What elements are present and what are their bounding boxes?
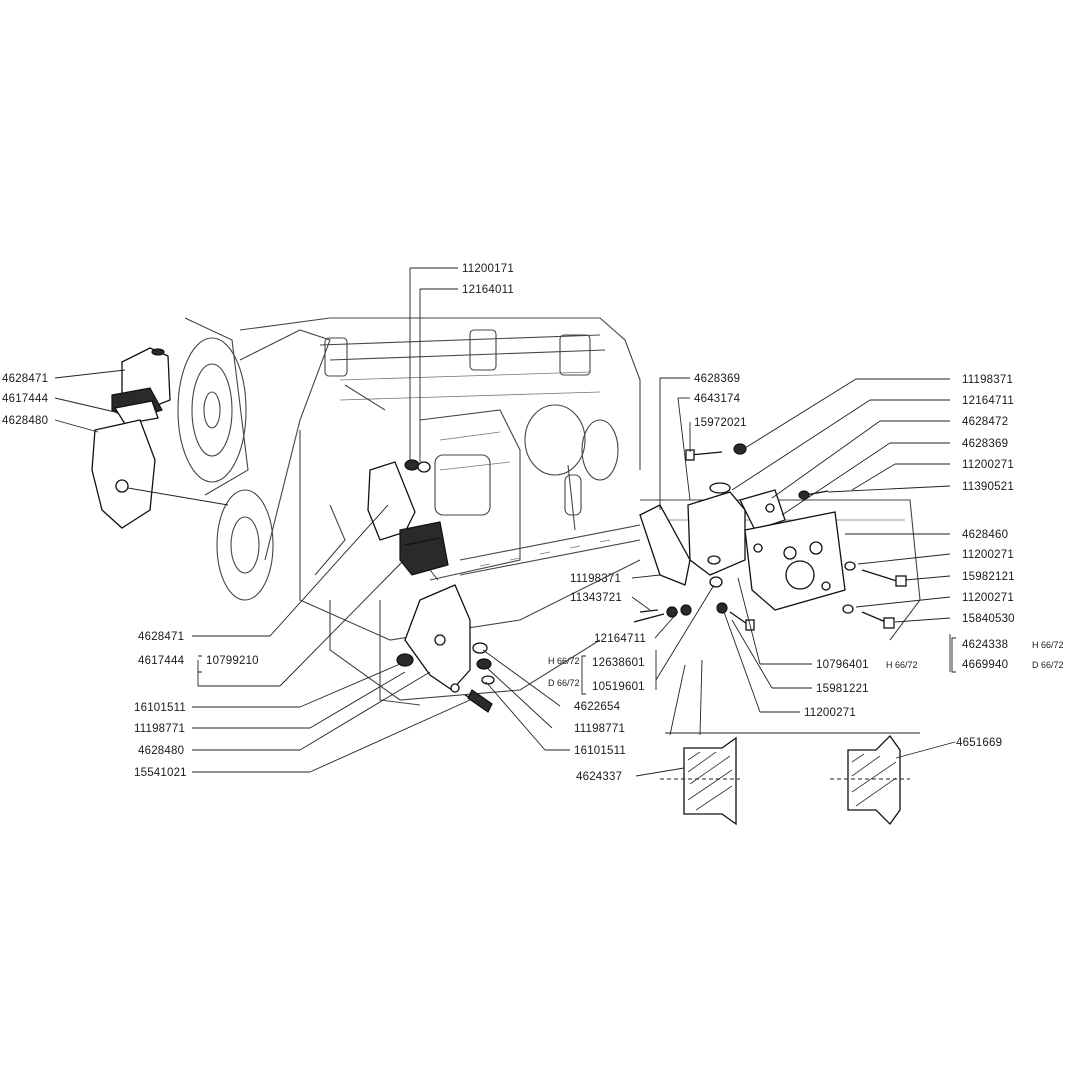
label-top-2: 12164011 <box>462 284 514 296</box>
label-r-7: 4628460 <box>962 529 1008 541</box>
label-section-left: 4624337 <box>576 771 622 783</box>
label-section-right: 4651669 <box>956 737 1002 749</box>
label-m-1: 10796401 <box>816 659 869 671</box>
label-r-5: 11200271 <box>962 459 1014 471</box>
label-r-3: 4628472 <box>962 416 1008 428</box>
front-mount-center-parts <box>367 459 495 713</box>
label-c-6: 12164711 <box>594 633 646 645</box>
label-bm-3: 16101511 <box>574 745 626 757</box>
label-r-9: 15982121 <box>962 571 1015 583</box>
label-bl-1: 4628471 <box>138 631 184 643</box>
label-left-mount-top: 4628471 <box>2 373 48 385</box>
label-left-mount-pad: 4617444 <box>2 393 49 405</box>
label-bm-2: 11198771 <box>574 723 625 735</box>
label-bl-4: 11198771 <box>134 723 185 735</box>
label-r-2: 12164711 <box>962 395 1014 407</box>
label-bl-6: 15541021 <box>134 767 187 779</box>
engine-block-drawing <box>177 317 921 706</box>
label-r-8: 11200271 <box>962 549 1014 561</box>
label-bl-3: 16101511 <box>134 702 186 714</box>
label-r-10: 11200271 <box>962 592 1014 604</box>
label-bl-5: 4628480 <box>138 745 184 757</box>
label-c-3: 15972021 <box>694 417 747 429</box>
label-c-5: 11343721 <box>570 592 622 604</box>
label-r-11: 15840530 <box>962 613 1015 625</box>
label-c-2: 4643174 <box>694 393 741 405</box>
grouping-brackets <box>198 637 956 695</box>
label-top-1: 11200171 <box>462 263 514 275</box>
bushing-section-details <box>660 659 920 826</box>
rear-mount-right-exploded <box>633 443 907 631</box>
label-m-1-qualifier: H 66/72 <box>886 660 918 670</box>
label-c-8-qualifier: D 66/72 <box>548 678 580 688</box>
label-r-12-qualifier: H 66/72 <box>1032 640 1064 650</box>
label-r-6: 11390521 <box>962 481 1014 493</box>
label-bm-1: 4622654 <box>574 701 621 713</box>
label-m-2: 15981221 <box>816 683 869 695</box>
label-bl-2b: 10799210 <box>206 655 259 667</box>
label-r-13: 4669940 <box>962 659 1008 671</box>
label-left-mount-bracket: 4628480 <box>2 415 48 427</box>
label-r-13-qualifier: D 66/72 <box>1032 660 1064 670</box>
front-mount-left-exploded <box>91 347 229 529</box>
label-r-12: 4624338 <box>962 639 1008 651</box>
label-c-7-qualifier: H 66/72 <box>548 656 580 666</box>
part-number-labels: 4628471 4617444 4628480 11200171 1216401… <box>2 263 1064 783</box>
label-c-4: 11198371 <box>570 573 621 585</box>
label-r-1: 11198371 <box>962 374 1013 386</box>
label-bl-2: 4617444 <box>138 655 185 667</box>
label-c-1: 4628369 <box>694 373 740 385</box>
label-c-8: 10519601 <box>592 681 645 693</box>
label-c-7: 12638601 <box>592 657 645 669</box>
label-r-4: 4628369 <box>962 438 1008 450</box>
label-m-3: 11200271 <box>804 707 856 719</box>
leader-lines <box>54 267 956 777</box>
